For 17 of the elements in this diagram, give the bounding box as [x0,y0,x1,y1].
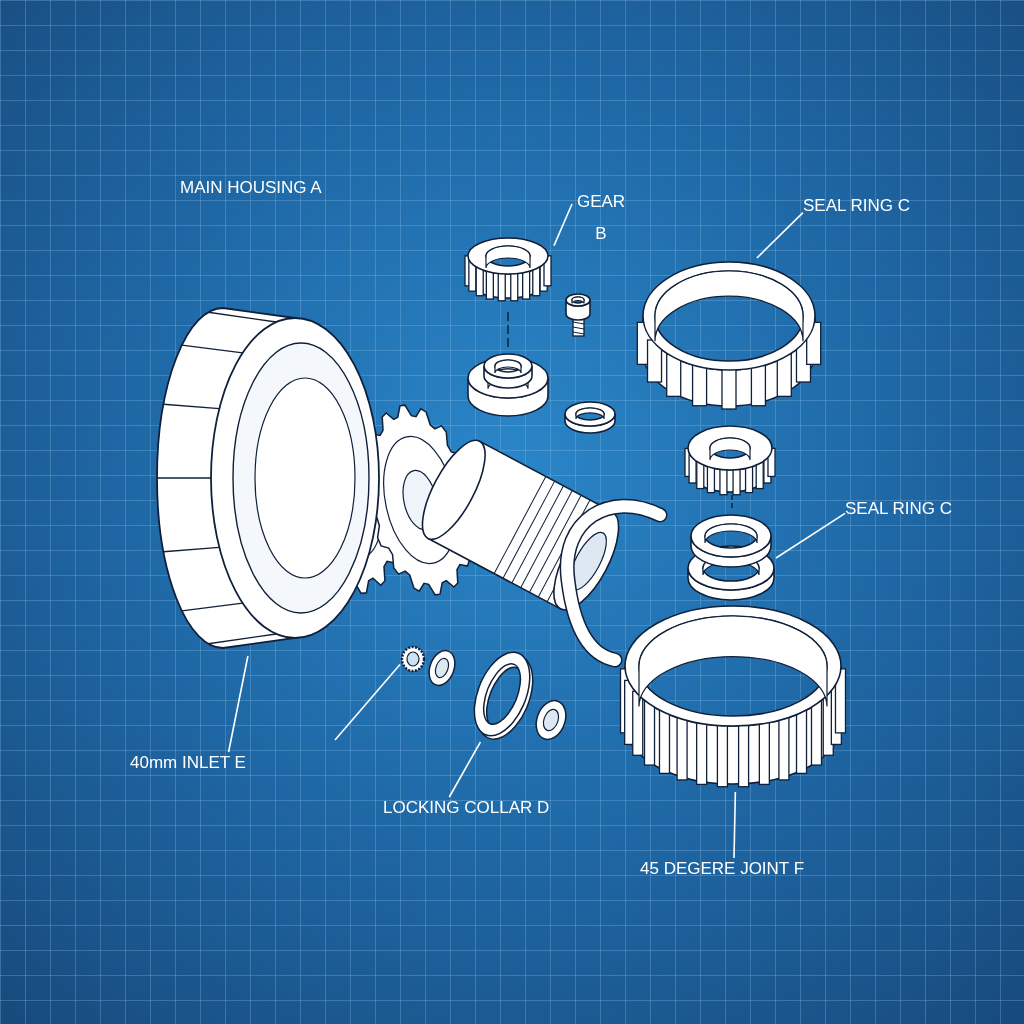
part-label: SEAL RING C [803,195,933,217]
part-label: GEAR B [572,186,630,250]
leader-line [553,203,573,247]
leader-line [227,655,249,753]
washer-stack-drawing [686,512,776,604]
ring-drawing [636,258,822,410]
part-label: SEAL RING C [845,498,975,520]
part-label: 45 DEGERE JOINT F [640,858,840,880]
leader-line [448,741,482,798]
leader-line [756,211,804,259]
bearing-drawing [400,645,426,673]
leader-line [775,512,846,559]
leader-line [733,791,737,859]
leader-line [334,663,401,741]
part-label: 40mm INLET E [130,752,275,774]
part-label: LOCKING COLLAR D [383,797,578,819]
part-label: MAIN HOUSING A [180,177,322,199]
